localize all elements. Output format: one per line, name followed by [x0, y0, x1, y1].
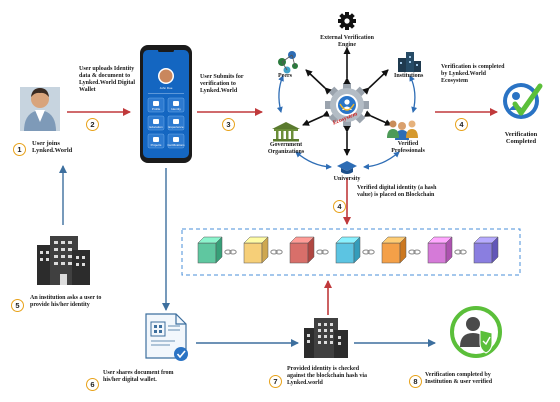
blockchain-blocks [197, 236, 499, 264]
blockchain-block [381, 236, 407, 264]
phone-menu-item[interactable]: Education [149, 125, 163, 129]
step-badge-4a: 4 [455, 118, 468, 131]
label-institutions: Institutions [394, 73, 424, 79]
label-external-engine: External Verification Engine [320, 35, 374, 48]
label-identity-checked: Provided identity is checked against the… [287, 366, 368, 386]
chain-link-icon [316, 249, 329, 255]
institutions-icon [398, 52, 421, 72]
phone-menu-item[interactable]: Projects [150, 143, 162, 147]
chain-link-icon [224, 249, 237, 255]
blockchain-block [243, 236, 269, 264]
chain-link-icon [362, 249, 375, 255]
verified-professionals-icon [387, 120, 418, 140]
blockchain-block [427, 236, 453, 264]
user-avatar-icon [20, 87, 60, 131]
ecosystem-gear-icon [325, 83, 369, 127]
label-verified-professionals: Verified Professionals [391, 141, 425, 154]
label-verification-completed-by: Verification is completed by Lynked.Worl… [441, 64, 505, 84]
verification-check-building-icon [304, 318, 348, 358]
government-building-icon [272, 122, 300, 142]
university-icon [337, 161, 357, 174]
step-badge-4b: 4 [333, 200, 346, 213]
label-user-shares: User shares document from his/her digita… [103, 370, 174, 383]
label-university: University [333, 176, 361, 182]
step-badge-6: 6 [86, 378, 99, 391]
step-badge-1: 1 [13, 143, 26, 156]
digital-wallet-phone-icon [140, 45, 192, 163]
blockchain-block [473, 236, 499, 264]
chain-link-icon [408, 249, 421, 255]
institution-building-icon [37, 236, 90, 285]
verification-badge-icon [503, 83, 543, 119]
label-institution-asks: An institution asks a user to provide hi… [30, 295, 102, 308]
chain-link-icon [454, 249, 467, 255]
shared-document-icon [145, 313, 188, 361]
label-peers: Peers [278, 73, 292, 79]
step-badge-8: 8 [409, 375, 422, 388]
step-badge-3: 3 [222, 118, 235, 131]
blockchain-block [335, 236, 361, 264]
external-engine-gear-icon [338, 12, 356, 30]
blockchain-block [289, 236, 315, 264]
step-badge-5: 5 [11, 299, 24, 312]
ecosystem-circle-arrows [276, 75, 418, 170]
user-verified-icon [450, 306, 502, 358]
peers-icon [278, 51, 298, 74]
step-badge-2: 2 [86, 118, 99, 131]
label-verification-by-institution: Verification completed by Institution & … [425, 372, 493, 385]
label-user-uploads: User uploads Identity data & document to… [79, 66, 136, 93]
label-hash-placed: Verified digital identity (a hash value)… [357, 185, 437, 198]
phone-menu-item[interactable]: Identity [171, 107, 181, 111]
blockchain-container [181, 228, 521, 276]
step-badge-7: 7 [269, 375, 282, 388]
ecosystem-link-arrows [302, 47, 392, 156]
label-verification-completed: Verification Completed [504, 131, 538, 146]
blockchain-block [197, 236, 223, 264]
label-user-joins: User joins Lynked.World [32, 140, 73, 155]
phone-menu-item[interactable]: Experience [168, 125, 184, 129]
phone-menu-item[interactable]: Profile [151, 107, 161, 111]
phone-user-name: John Doe [159, 86, 173, 90]
label-government: Government Organizations [267, 142, 305, 155]
chain-link-icon [270, 249, 283, 255]
phone-menu-item[interactable]: Certifications [167, 143, 185, 147]
label-user-submits: User Submits for verification to Lynked.… [200, 74, 244, 94]
